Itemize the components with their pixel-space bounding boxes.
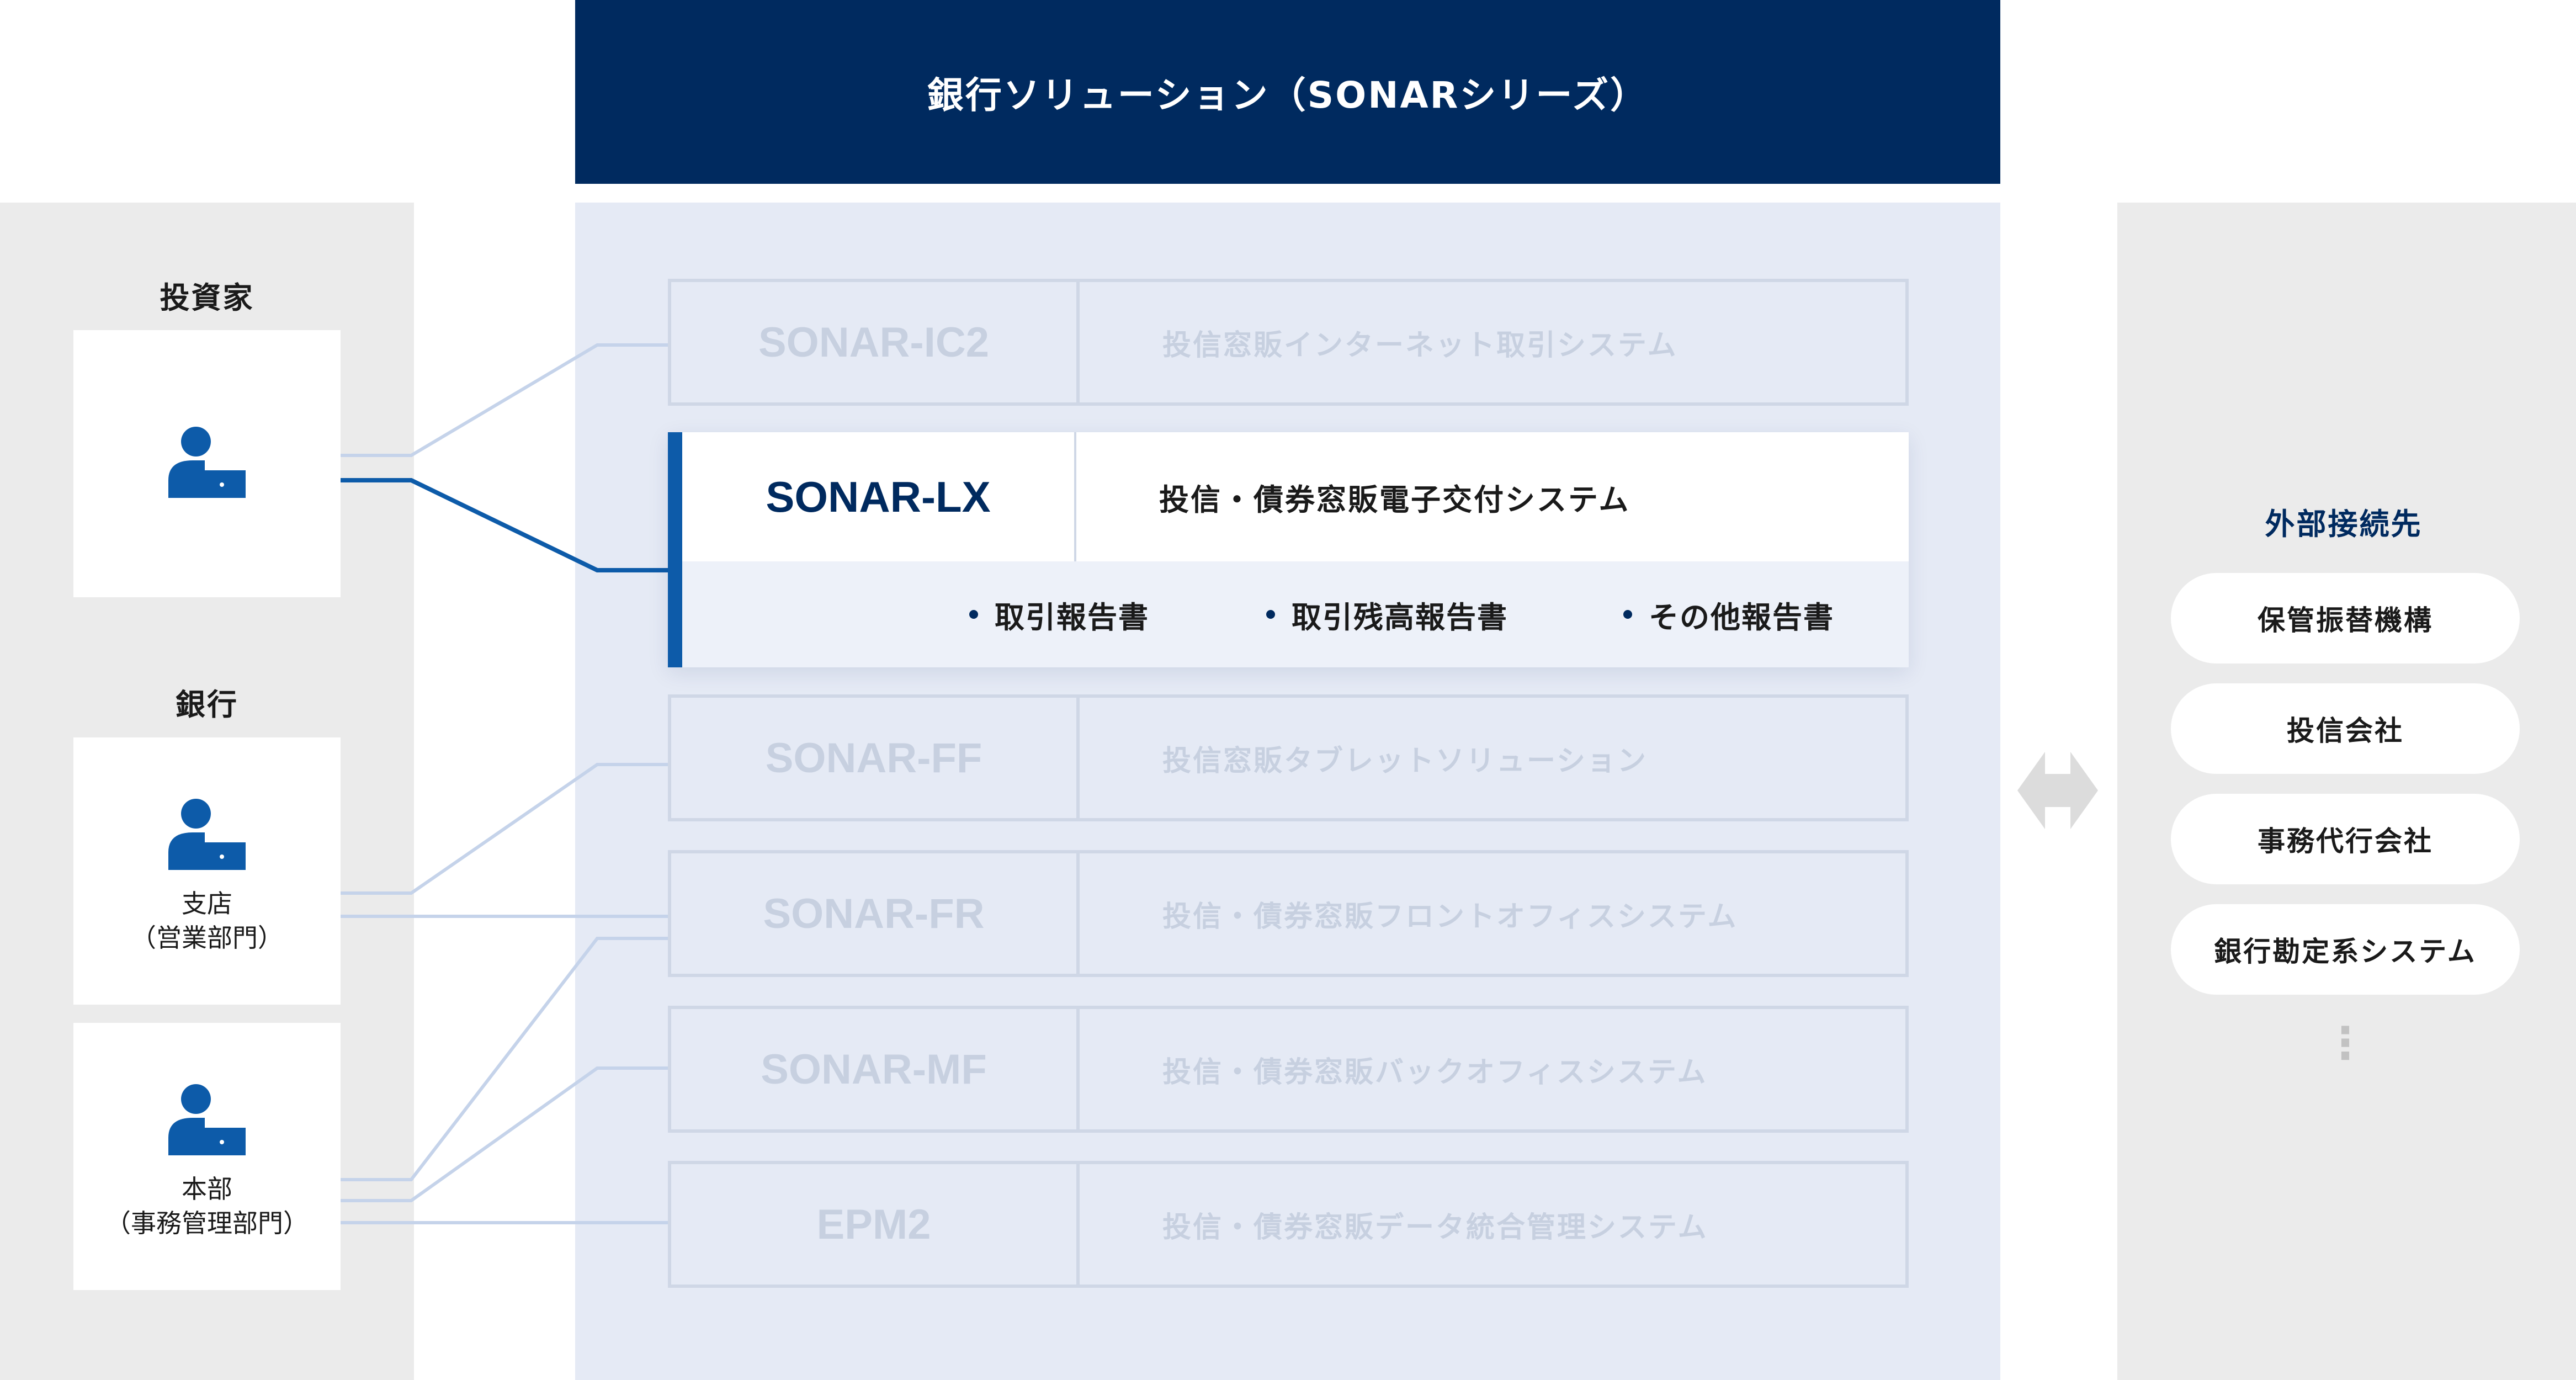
bullet-icon [969, 610, 978, 619]
bullet-icon [1266, 610, 1275, 619]
external-item: 保管振替機構 [2171, 573, 2520, 664]
system-desc: 投信・債券窓販バックオフィスシステム [1162, 1055, 1708, 1089]
line-investor-ic2 [341, 343, 668, 457]
user-laptop-icon [168, 427, 246, 498]
system-row-sonar-ic2: SONAR-IC2 投信窓販インターネット取引システム [668, 279, 1909, 406]
system-code: SONAR-FR [671, 853, 1080, 974]
line-hq-fr [341, 937, 668, 1181]
external-label: 外部接続先 [2265, 507, 2423, 542]
system-code: SONAR-IC2 [671, 282, 1080, 402]
right-panel [2117, 203, 2576, 1380]
system-row-sonar-mf: SONAR-MF 投信・債券窓販バックオフィスシステム [668, 1006, 1909, 1133]
external-item: 事務代行会社 [2171, 794, 2520, 884]
system-row-sonar-lx: SONAR-LX 投信・債券窓販電子交付システム 取引報告書 取引残高報告書 そ… [668, 432, 1909, 667]
system-code: SONAR-FF [671, 698, 1080, 818]
report-item: 取引残高報告書 [1266, 561, 1508, 667]
report-item: 取引報告書 [969, 561, 1149, 667]
report-item: その他報告書 [1623, 561, 1834, 667]
external-item: 投信会社 [2171, 683, 2520, 774]
system-code: EPM2 [671, 1164, 1080, 1285]
system-row-sonar-ff: SONAR-FF 投信窓販タブレットソリューション [668, 694, 1909, 821]
system-desc: 投信・債券窓販電子交付システム [1159, 482, 1630, 517]
branch-dept: （営業部門） [131, 923, 283, 953]
line-investor-lx [341, 478, 668, 572]
system-row-sonar-fr: SONAR-FR 投信・債券窓販フロントオフィスシステム [668, 850, 1909, 977]
bullet-icon [1623, 610, 1632, 619]
user-laptop-icon [168, 799, 246, 870]
hq-name: 本部 [182, 1174, 232, 1204]
system-desc: 投信・債券窓販フロントオフィスシステム [1162, 900, 1738, 933]
investor-label: 投資家 [160, 280, 254, 315]
external-item: 銀行勘定系システム [2171, 904, 2520, 995]
user-laptop-icon [168, 1084, 246, 1155]
system-code: SONAR-LX [682, 432, 1076, 561]
page-title: 銀行ソリューション（SONARシリーズ） [575, 0, 2000, 184]
line-hq-mf [341, 1066, 668, 1202]
system-code: SONAR-MF [671, 1009, 1080, 1129]
hq-dept: （事務管理部門） [105, 1208, 309, 1238]
double-arrow-icon [2017, 752, 2098, 829]
system-desc: 投信窓販インターネット取引システム [1162, 328, 1678, 362]
branch-box: 支店 （営業部門） [73, 737, 341, 1005]
highlight-bar [668, 432, 682, 667]
system-row-epm2: EPM2 投信・債券窓販データ統合管理システム [668, 1161, 1909, 1288]
branch-name: 支店 [182, 889, 232, 919]
more-ellipsis-icon: ⋮ [2323, 1017, 2367, 1069]
hq-box: 本部 （事務管理部門） [73, 1023, 341, 1290]
line-branch-ff [341, 763, 668, 895]
bank-label: 銀行 [176, 687, 238, 722]
system-desc: 投信窓販タブレットソリューション [1162, 744, 1648, 778]
investor-box [73, 330, 341, 597]
report-list: 取引報告書 取引残高報告書 その他報告書 [682, 561, 1909, 667]
system-desc: 投信・債券窓販データ統合管理システム [1162, 1211, 1708, 1244]
